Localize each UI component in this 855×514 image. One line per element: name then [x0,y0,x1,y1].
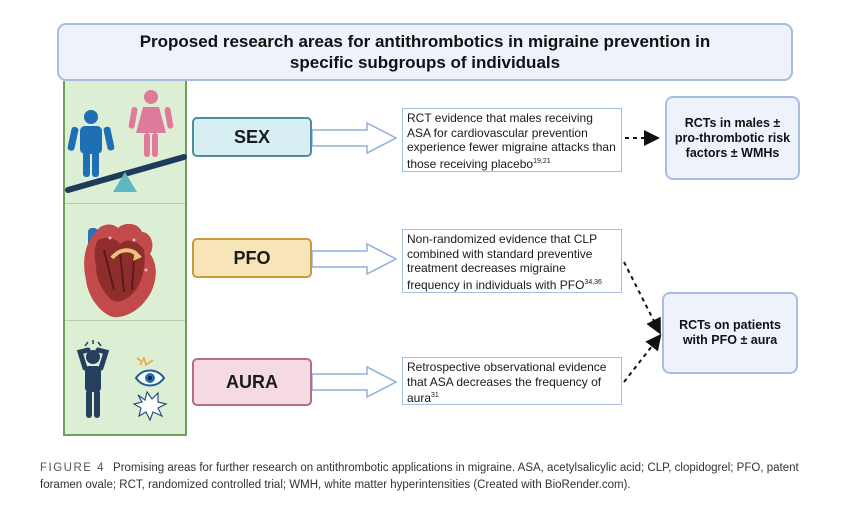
evidence-sex: RCT evidence that males receiving ASA fo… [402,108,622,172]
outcome-pfo-aura: RCTs on patients with PFO ± aura [662,292,798,374]
dashed-arrow-pfo [623,261,661,335]
block-arrow-aura [311,365,398,399]
reference-number: 34,36 [584,278,602,286]
evidence-aura: Retrospective observational evidence tha… [402,357,622,405]
panel-divider [63,203,187,204]
category-sex: SEX [192,117,312,157]
reference-number: 19,21 [533,157,551,165]
title-box: Proposed research areas for antithrombot… [57,23,793,81]
outcome-sex: RCTs in males ± pro-thrombotic risk fact… [665,96,800,180]
distressed-person-icon [76,340,110,418]
evidence-text: Non-randomized evidence that CLP combine… [407,232,597,292]
dashed-arrow-aura [623,333,662,383]
female-figure-icon [128,90,174,157]
block-arrow-pfo [311,242,398,276]
seesaw-icon [65,154,187,193]
caption-text: Promising areas for further research on … [40,462,799,491]
diagram-title: Proposed research areas for antithrombot… [139,32,711,72]
category-pfo: PFO [192,238,312,278]
evidence-pfo: Non-randomized evidence that CLP combine… [402,229,622,293]
evidence-text: Retrospective observational evidence tha… [407,360,607,405]
evidence-text: RCT evidence that males receiving ASA fo… [407,111,616,171]
male-figure-icon [67,110,115,177]
heart-icon [84,223,156,318]
reference-number: 31 [431,392,439,399]
block-arrow-sex [311,121,398,155]
panel-divider [63,320,187,321]
eye-flash-icon [132,356,168,422]
category-aura: AURA [192,358,312,406]
figure-label: FIGURE 4 [40,462,106,474]
